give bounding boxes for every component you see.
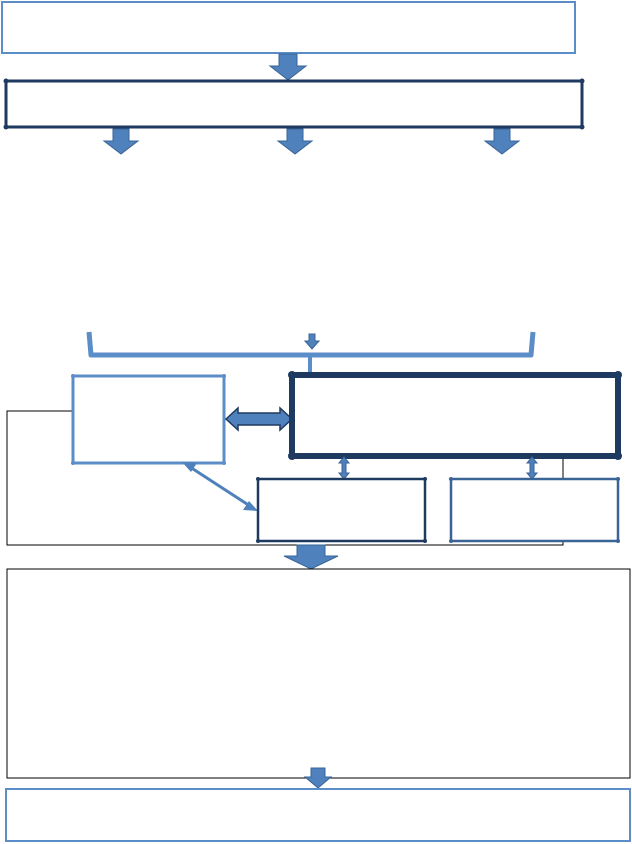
double-arrow-horizontal [224,406,294,432]
down-arrow-5 [283,544,339,570]
large-bottom-box [6,568,631,779]
down-arrow-6 [303,767,333,789]
double-arrow-vertical-2 [525,456,539,480]
final-box [5,788,631,842]
lower-mid-box [256,477,427,543]
double-arrow-vertical-1 [337,456,351,480]
diagonal-double-arrow [182,462,258,511]
bracket-connector [86,331,536,375]
center-dark-box [288,371,622,460]
top-box [1,1,576,54]
lower-right-box [449,477,620,543]
down-arrow-3 [276,128,314,155]
second-box [3,78,585,130]
small-down-arrow [303,333,321,350]
down-arrow-1 [268,53,308,81]
down-arrow-2 [102,128,140,155]
left-box [71,374,226,465]
down-arrow-4 [483,128,521,155]
